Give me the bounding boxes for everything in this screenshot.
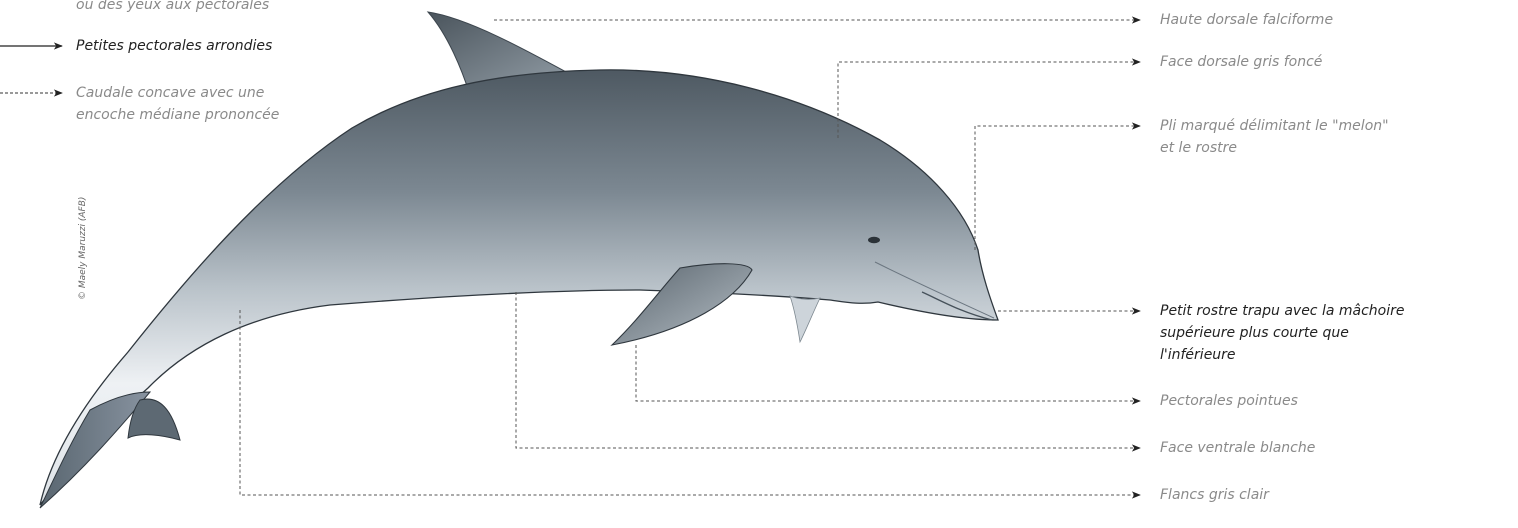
label-dorsale-falciforme: Haute dorsale falciforme [1160, 9, 1333, 31]
leader-flancs [240, 310, 1140, 495]
label-pectorales-arrondies: Petites pectorales arrondies [76, 35, 272, 57]
label-face-ventrale: Face ventrale blanche [1160, 437, 1315, 459]
label-rostre-line3: l'inférieure [1160, 344, 1236, 366]
label-partial-top: ou des yeux aux pectorales [76, 0, 269, 16]
label-pli-line2: et le rostre [1160, 137, 1237, 159]
tail-fluke [40, 392, 150, 508]
label-caudale-line1: Caudale concave avec une [76, 82, 264, 104]
rear-flipper [790, 296, 820, 342]
image-credit: © Maely Maruzzi (AFB) [78, 197, 88, 300]
dolphin-eye [868, 237, 880, 243]
label-face-dorsale: Face dorsale gris foncé [1160, 51, 1322, 73]
label-flancs: Flancs gris clair [1160, 484, 1269, 506]
label-rostre-line1: Petit rostre trapu avec la mâchoire [1160, 300, 1405, 322]
leader-face-dorsale [838, 62, 1140, 138]
label-caudale-line2: encoche médiane prononcée [76, 104, 279, 126]
leader-pli-melon [975, 126, 1140, 250]
dolphin-body [40, 70, 998, 505]
label-pli-line1: Pli marqué délimitant le "melon" [1160, 115, 1389, 137]
leader-face-ventrale [516, 292, 1140, 448]
label-pectorales-pointues: Pectorales pointues [1160, 390, 1298, 412]
label-rostre-line2: supérieure plus courte que [1160, 322, 1349, 344]
leader-pectorales-pointues [636, 345, 1140, 401]
